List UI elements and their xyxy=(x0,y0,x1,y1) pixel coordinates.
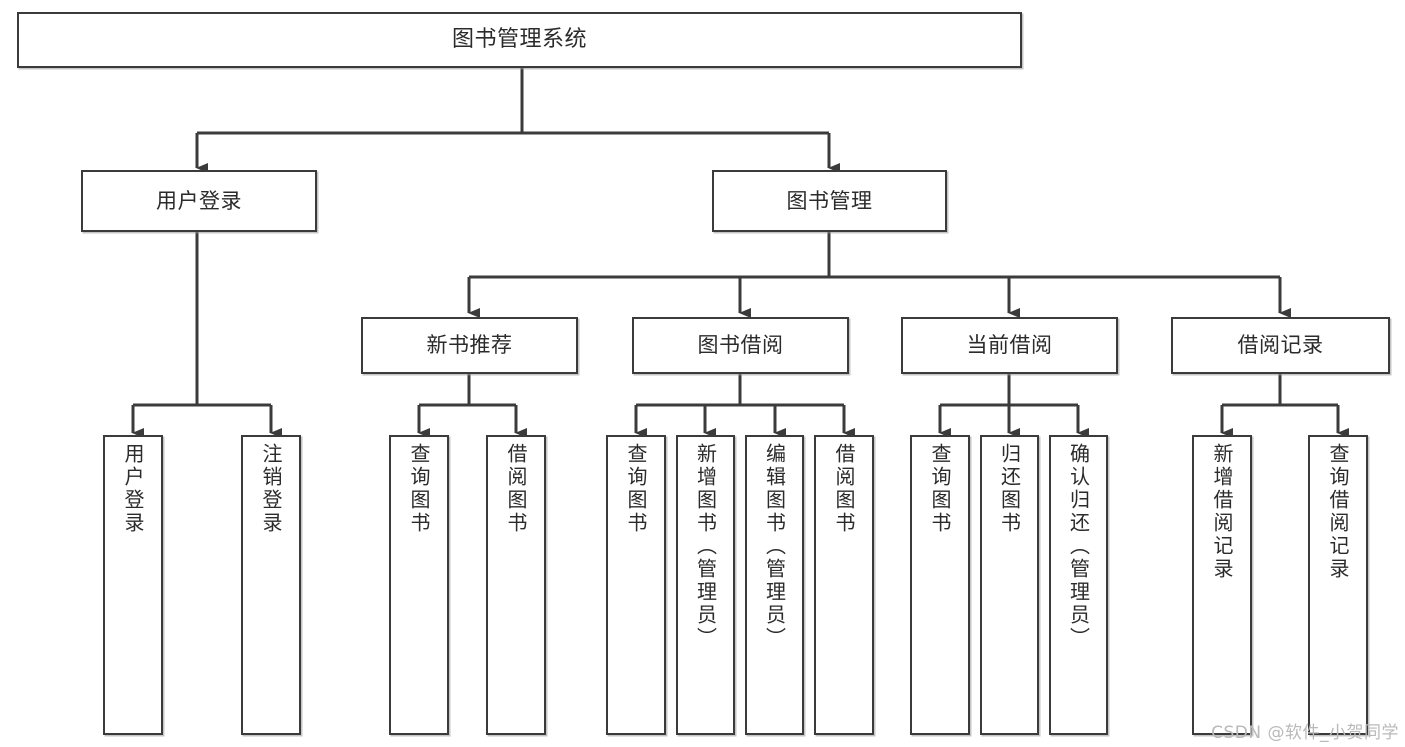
node-new-book-recommend[interactable]: 新书推荐 xyxy=(361,317,578,374)
node-label: 注销登录 xyxy=(259,443,283,535)
node-book-borrow[interactable]: 图书借阅 xyxy=(632,317,849,374)
node-leaf-borrow-record-query[interactable]: 查询借阅记录 xyxy=(1308,435,1368,735)
node-label: 图书管理系统 xyxy=(451,27,587,53)
node-label: 借阅图书 xyxy=(832,443,856,535)
node-label: 图书借阅 xyxy=(697,333,784,358)
node-label: 借阅图书 xyxy=(504,443,528,535)
node-leaf-user-login-login[interactable]: 用户登录 xyxy=(103,435,163,735)
node-leaf-book-borrow-add[interactable]: 新增图书（管理员） xyxy=(676,435,735,735)
node-leaf-current-borrow-confirm[interactable]: 确认归还（管理员） xyxy=(1049,435,1108,735)
node-label: 图书管理 xyxy=(786,188,873,213)
node-leaf-current-borrow-return[interactable]: 归还图书 xyxy=(980,435,1039,735)
node-root-system[interactable]: 图书管理系统 xyxy=(17,12,1022,68)
node-leaf-book-borrow-borrow[interactable]: 借阅图书 xyxy=(814,435,874,735)
node-label: 查询借阅记录 xyxy=(1326,443,1350,581)
node-label: 新增图书（管理员） xyxy=(693,443,718,650)
node-leaf-user-login-logout[interactable]: 注销登录 xyxy=(241,435,301,735)
node-current-borrow[interactable]: 当前借阅 xyxy=(901,317,1118,374)
node-leaf-borrow-record-add[interactable]: 新增借阅记录 xyxy=(1192,435,1252,735)
node-label: 查询图书 xyxy=(624,443,648,535)
node-leaf-book-borrow-edit[interactable]: 编辑图书（管理员） xyxy=(745,435,804,735)
node-label: 当前借阅 xyxy=(966,333,1053,358)
node-label: 借阅记录 xyxy=(1237,333,1324,358)
node-label: 用户登录 xyxy=(121,443,145,535)
node-label: 查询图书 xyxy=(928,443,952,535)
node-label: 编辑图书（管理员） xyxy=(762,443,787,650)
node-label: 归还图书 xyxy=(997,443,1022,535)
node-borrow-record[interactable]: 借阅记录 xyxy=(1171,317,1390,374)
node-user-login[interactable]: 用户登录 xyxy=(81,170,317,232)
node-leaf-current-borrow-query[interactable]: 查询图书 xyxy=(910,435,970,735)
node-label: 确认归还（管理员） xyxy=(1066,443,1091,650)
node-leaf-book-borrow-query[interactable]: 查询图书 xyxy=(606,435,666,735)
node-label: 用户登录 xyxy=(156,188,242,213)
node-label: 查询图书 xyxy=(407,443,431,535)
node-label: 新增借阅记录 xyxy=(1210,443,1234,581)
node-leaf-new-book-query[interactable]: 查询图书 xyxy=(389,435,449,735)
watermark: CSDN @软件_小贺同学 xyxy=(1211,723,1399,743)
node-leaf-new-book-borrow[interactable]: 借阅图书 xyxy=(486,435,546,735)
node-book-manage[interactable]: 图书管理 xyxy=(712,170,947,232)
node-label: 新书推荐 xyxy=(426,333,513,358)
